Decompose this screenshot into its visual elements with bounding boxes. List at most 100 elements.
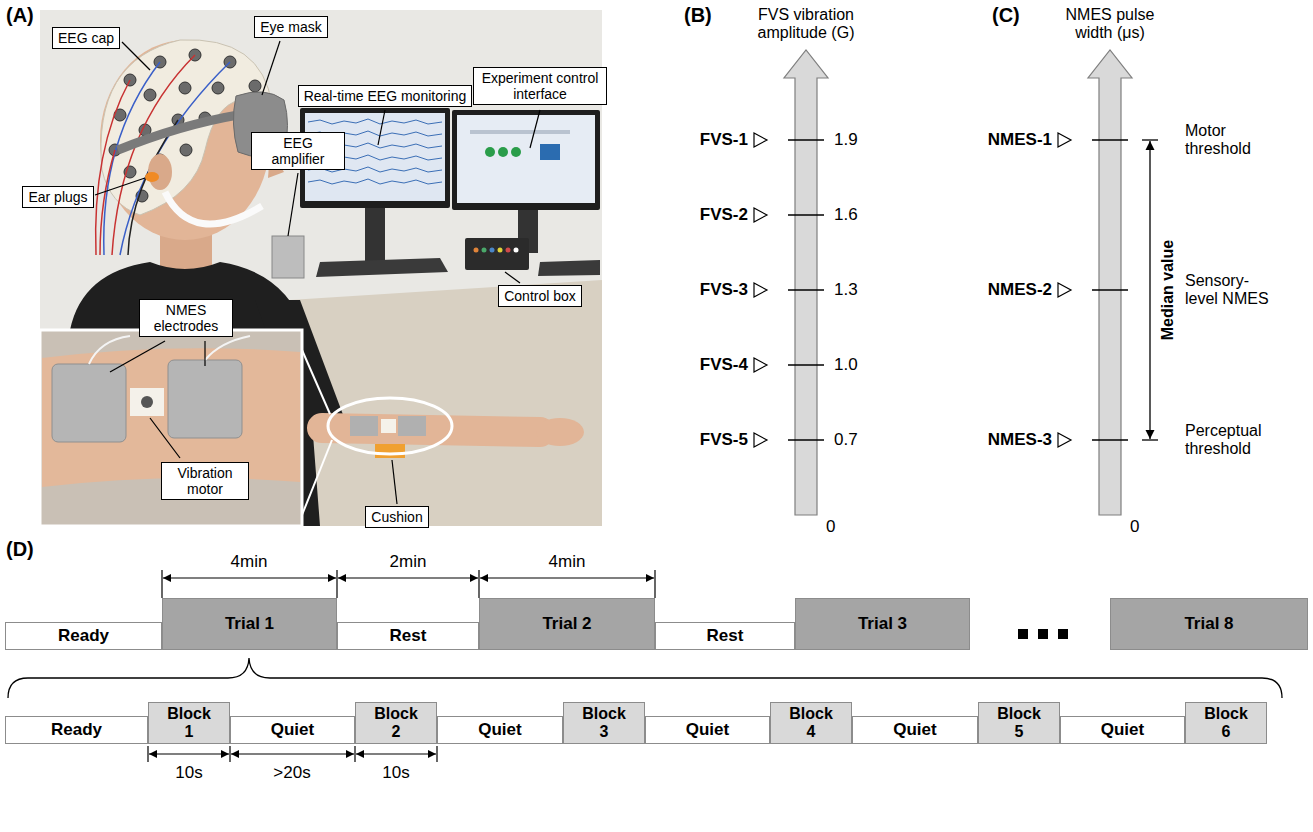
- box-text: Block 6: [1200, 705, 1252, 740]
- level-name: NMES-2: [988, 280, 1052, 300]
- leader-line: [110, 341, 165, 372]
- box-text: Block 1: [163, 705, 215, 740]
- pulse-width-scale: [1058, 133, 1071, 447]
- timeline-dimensions: [354, 746, 355, 762]
- timeline-dimensions: [149, 753, 229, 754]
- person: [179, 82, 191, 94]
- timeline-dimensions: [229, 746, 230, 762]
- box-text: Ready: [51, 721, 102, 740]
- monitor-right: [452, 110, 600, 210]
- leader-line: [262, 41, 280, 95]
- amplitude-scale: [754, 133, 767, 147]
- ellipsis-dots: [1018, 629, 1028, 639]
- inset-photo: [130, 388, 164, 416]
- box-text: Ready: [58, 627, 109, 646]
- control-box-device: [498, 248, 503, 253]
- leader-line: [204, 341, 205, 366]
- duration-label: 10s: [175, 763, 202, 783]
- axis-zero: 0: [826, 517, 835, 537]
- control-box-device: [465, 238, 529, 270]
- duration-label: 10s: [382, 763, 409, 783]
- box-text: Rest: [707, 627, 744, 646]
- panel-label: (B): [684, 4, 712, 27]
- timeline-dimensions: [147, 746, 148, 762]
- amplitude-scale: [784, 50, 828, 515]
- axis-title: NMES pulse width (μs): [1048, 6, 1173, 43]
- phase-box: Quiet: [645, 716, 770, 744]
- timeline-dimensions: [356, 753, 436, 754]
- control-box-device: [514, 248, 519, 253]
- callout-box: Eye mask: [254, 16, 327, 38]
- block-box: Block 1: [148, 702, 230, 744]
- monitor-right: [452, 110, 600, 253]
- block-box: Block 3: [563, 702, 645, 744]
- timeline-dimensions: [161, 570, 162, 598]
- box-text: Trial 8: [1184, 615, 1233, 634]
- threshold-label: Sensory-level NMES: [1185, 272, 1280, 309]
- leader-line: [505, 272, 520, 283]
- person: [375, 444, 405, 458]
- person: [381, 419, 396, 433]
- inset-photo: [40, 330, 302, 526]
- person: [100, 150, 115, 255]
- monitor-right: [540, 144, 560, 160]
- inset-photo: [141, 396, 153, 408]
- amplitude-scale: [788, 439, 824, 441]
- box-text: Trial 2: [542, 615, 591, 634]
- box-text: Block 5: [993, 705, 1045, 740]
- leader-line: [530, 110, 540, 148]
- pulse-width-scale: [1149, 141, 1150, 439]
- panel-label: (A): [6, 4, 34, 27]
- phase-box: Quiet: [1060, 716, 1185, 744]
- inset-photo: [40, 330, 302, 526]
- person: [165, 192, 262, 224]
- box-text: Block 3: [578, 705, 630, 740]
- tick-value: 1.6: [834, 205, 858, 225]
- monitor-right: [457, 115, 595, 203]
- monitor-left: [308, 119, 442, 124]
- trial-box: Trial 2: [479, 598, 655, 650]
- timeline-dimensions: [654, 570, 655, 598]
- box-text: Quiet: [271, 721, 314, 740]
- timeline-dimensions: [148, 570, 655, 762]
- box-text: Rest: [390, 627, 427, 646]
- person: [112, 55, 195, 255]
- ellipsis-dots: [1018, 629, 1068, 639]
- phase-box: Quiet: [230, 716, 355, 744]
- phase-box: Ready: [5, 716, 148, 744]
- person: [212, 82, 224, 94]
- pulse-width-scale: [1058, 50, 1158, 515]
- box-text: EEG amplifier: [257, 135, 339, 167]
- control-box-device: [474, 248, 479, 253]
- callout-box: Control box: [498, 285, 582, 307]
- leader-line: [95, 178, 145, 195]
- timeline-dimensions: [338, 577, 478, 578]
- monitor-right: [470, 130, 570, 134]
- control-box-device: [482, 248, 487, 253]
- amplitude-scale: [788, 139, 824, 141]
- pulse-width-scale: [1092, 439, 1128, 441]
- amplitude-scale: [754, 50, 828, 515]
- box-text: Vibration motor: [167, 465, 243, 497]
- ellipsis-dots: [1058, 629, 1068, 639]
- monitor-right: [511, 147, 521, 157]
- level-name: FVS-2: [700, 205, 748, 225]
- amplitude-scale: [788, 140, 824, 440]
- monitor-right: [498, 147, 508, 157]
- callout-box: Experiment control interface: [473, 67, 607, 105]
- person: [302, 350, 330, 414]
- level-name: FVS-5: [700, 430, 748, 450]
- person: [302, 440, 332, 515]
- duration-label: 4min: [549, 552, 586, 572]
- leader-line: [392, 460, 397, 504]
- photo-illustration: [40, 10, 602, 526]
- person: [536, 418, 584, 446]
- person: [144, 89, 156, 101]
- callout-box: Vibration motor: [161, 462, 249, 500]
- amplitude-scale: [788, 364, 824, 366]
- box-text: Quiet: [686, 721, 729, 740]
- person: [180, 144, 192, 156]
- panel-label: (D): [6, 538, 34, 561]
- inset-photo: [89, 336, 130, 364]
- callout-box: Ear plugs: [22, 186, 93, 208]
